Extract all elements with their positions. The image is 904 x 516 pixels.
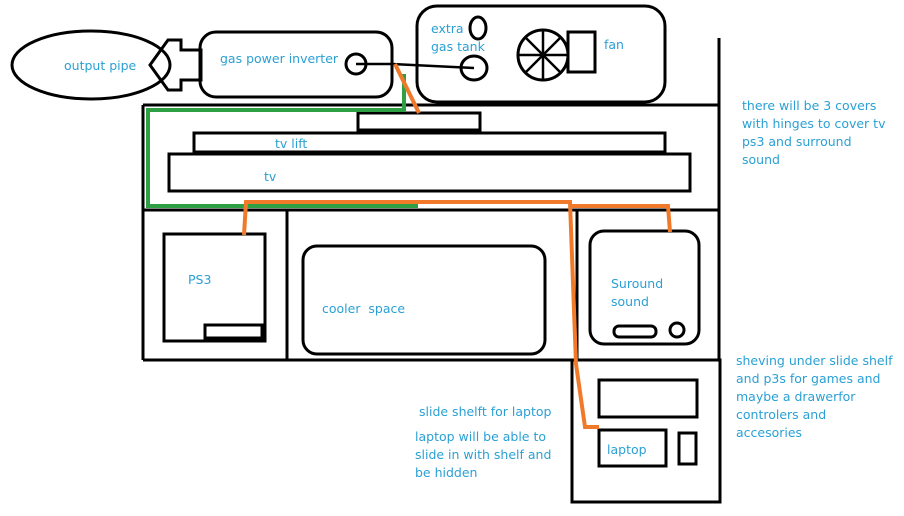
fan-blades bbox=[518, 30, 568, 80]
ps3-disc-slot bbox=[203, 323, 264, 340]
surround-button bbox=[612, 324, 658, 339]
inverter-to-tank-line bbox=[356, 62, 475, 70]
slide-shelf-note: slide shelft for laptop bbox=[419, 404, 552, 419]
laptop-shelf-shape bbox=[570, 358, 722, 504]
gas-tank-fan-housing bbox=[415, 4, 667, 104]
gas-power-inverter-label: gas power inverter bbox=[220, 51, 339, 66]
covers-note: there will be 3 covers with hinges to co… bbox=[742, 98, 886, 167]
fan-label: fan bbox=[604, 37, 624, 52]
orange-power-cables bbox=[242, 63, 672, 429]
cooler-space-label: cooler space bbox=[322, 301, 405, 316]
laptop-screen bbox=[597, 378, 699, 419]
tv-lift-label: tv lift bbox=[275, 136, 307, 151]
ps3-label: PS3 bbox=[188, 272, 211, 287]
ps3-shape bbox=[162, 232, 267, 343]
laptop-base bbox=[597, 428, 668, 468]
surround-label-1: Suround bbox=[611, 276, 663, 291]
surround-knob bbox=[668, 321, 686, 339]
tv-label: tv bbox=[264, 169, 277, 184]
extra-gas-tank-label-1: extra bbox=[431, 21, 464, 36]
extra-gas-tank-label-2: gas tank bbox=[431, 39, 486, 54]
surround-label-2: sound bbox=[611, 294, 649, 309]
tv-shape bbox=[167, 152, 692, 193]
laptop-label: laptop bbox=[607, 442, 647, 457]
green-gas-line bbox=[146, 74, 418, 208]
surround-sound-shape bbox=[588, 229, 701, 346]
tv-lift-top-plate bbox=[356, 111, 482, 132]
tv-lift-shape bbox=[192, 131, 667, 154]
laptop-slide-note: laptop will be able to slide in with she… bbox=[415, 429, 552, 480]
laptop-side-compartment bbox=[677, 431, 698, 466]
extra-gas-tank-cap bbox=[468, 15, 488, 41]
output-pipe-shape bbox=[10, 29, 172, 101]
shelving-note: sheving under slide shelf and p3s for ga… bbox=[736, 353, 893, 440]
fan-motor bbox=[566, 30, 597, 74]
cooler-space-shape bbox=[301, 244, 547, 356]
output-pipe-label: output pipe bbox=[64, 58, 137, 73]
